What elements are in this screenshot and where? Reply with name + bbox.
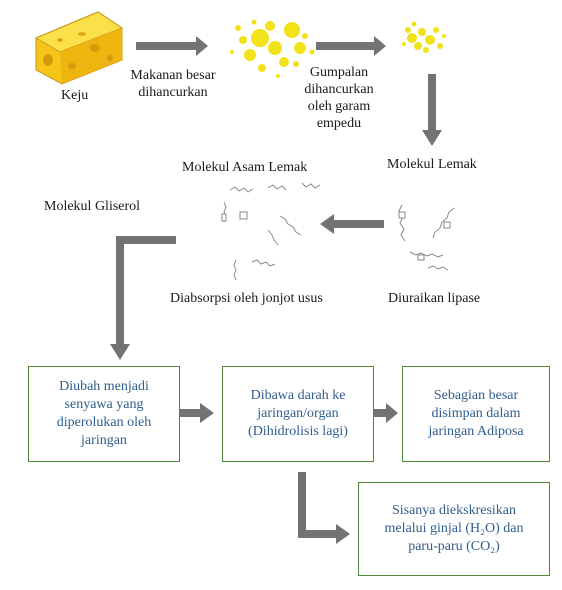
arrow-lemak-to-asam — [320, 214, 384, 234]
arrow-keju-to-gumpalan — [136, 36, 208, 56]
box-diubah: Diubah menjadi senyawa yang diperolukan … — [28, 366, 180, 462]
arrows — [110, 36, 442, 544]
arrow-gumpalan-to-droplets — [316, 36, 386, 56]
fatty-acid-icon — [221, 182, 321, 281]
cheese-icon — [34, 11, 124, 85]
label-keju: Keju — [61, 88, 89, 103]
label-molekul-gliserol: Molekul Gliserol — [44, 199, 141, 214]
label-diuraikan: Diuraikan lipase — [388, 291, 481, 306]
fat-splatter-icon — [230, 19, 315, 78]
arrow-droplets-to-lemak — [422, 74, 442, 146]
label-diabsorpsi: Diabsorpsi oleh jonjot usus — [170, 291, 323, 306]
label-makanan-besar: Makanan besar dihancurkan — [130, 68, 216, 100]
fat-molecule-icon — [398, 204, 455, 271]
box-dibawa: Dibawa darah ke jaringan/organ (Dihidrol… — [222, 366, 374, 462]
arrow-dibawa-to-sisanya — [298, 472, 350, 544]
arrow-dibawa-to-sebagian — [374, 403, 398, 423]
label-molekul-lemak: Molekul Lemak — [387, 157, 477, 172]
arrow-gliserol-to-diubah — [110, 236, 176, 360]
label-gumpalan: Gumpalan dihancurkan oleh garam empedu — [304, 65, 374, 131]
fat-droplets-icon — [402, 21, 446, 53]
box-sebagian: Sebagian besar disimpan dalam jaringan A… — [402, 366, 550, 462]
arrow-diubah-to-dibawa — [180, 403, 214, 423]
box-sisanya: Sisanya diekskresikan melalui ginjal (H₂… — [358, 482, 550, 576]
label-molekul-asam-lemak: Molekul Asam Lemak — [182, 160, 308, 175]
